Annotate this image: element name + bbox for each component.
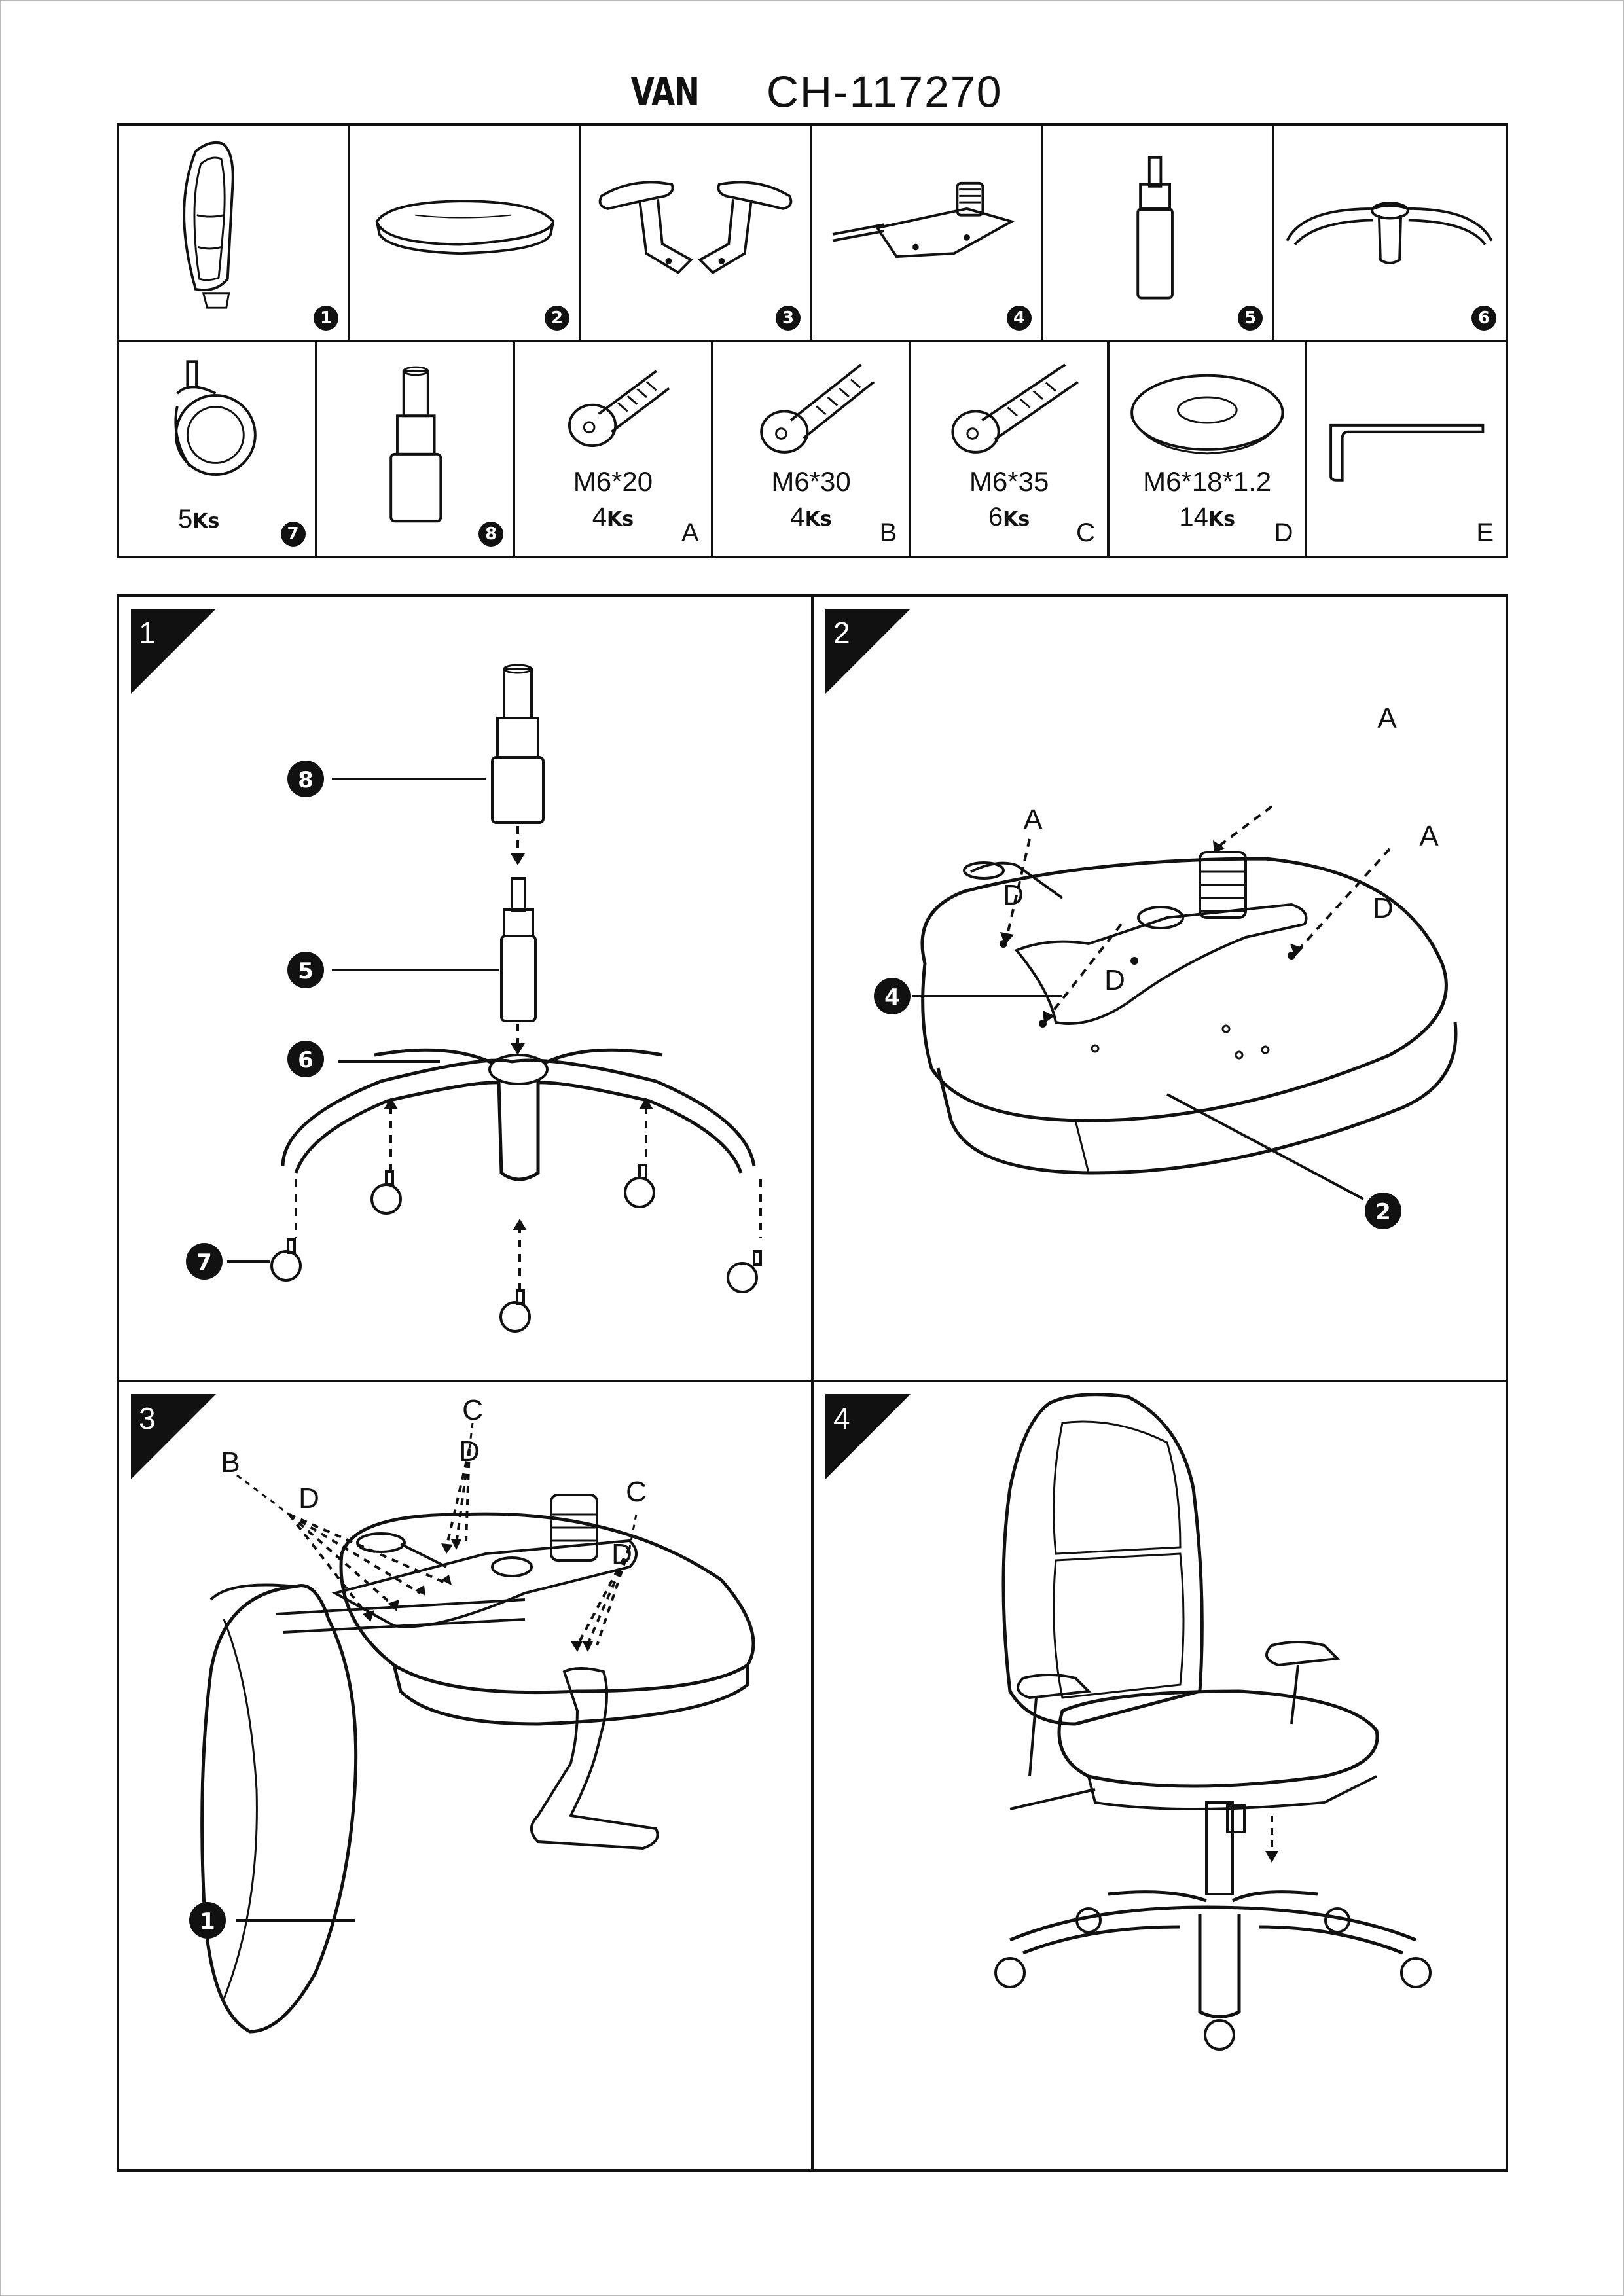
- armrest-icon: [598, 181, 793, 274]
- bolt-spec: M6*20: [573, 466, 653, 497]
- part-cell-2: 2: [350, 126, 581, 340]
- part-cell-5: 5: [1043, 126, 1274, 340]
- gas-sleeve-icon: [389, 366, 442, 523]
- bolt-icon: [951, 363, 1079, 454]
- gas-lift-icon: [1136, 156, 1174, 300]
- step-number: 4: [833, 1401, 850, 1435]
- part-cell-1: 1: [119, 126, 350, 340]
- assembly-steps: 8 5 6 7 1: [117, 594, 1508, 2172]
- quantity-label: 5Ks: [178, 505, 220, 533]
- hardware-cell-c: M6*35 6Ks C: [911, 342, 1110, 556]
- step-number: 1: [139, 616, 156, 650]
- step-3-panel: C B D D C D 1 3: [119, 1382, 814, 2169]
- part-letter: A: [681, 518, 699, 547]
- mechanism-icon: [832, 181, 1015, 259]
- part-letter: D: [1274, 518, 1293, 547]
- step-number-flag: [131, 1394, 216, 1479]
- callout-label: A: [1377, 702, 1397, 734]
- part-number-badge: 1: [314, 306, 338, 331]
- callout-label: 4: [884, 984, 900, 1011]
- callout-label: D: [1104, 964, 1125, 996]
- brand-logo: VAN: [631, 69, 700, 115]
- bolt-icon: [759, 363, 875, 454]
- finished-chair-illustration: [994, 1393, 1432, 2051]
- hardware-cell-b: M6*30 4Ks B: [713, 342, 912, 556]
- step-number: 3: [139, 1401, 156, 1435]
- step-number-flag: [825, 1394, 911, 1479]
- hardware-cell-e: E: [1307, 342, 1506, 556]
- washer-icon: [1130, 374, 1284, 455]
- step-number-flag: [131, 609, 216, 694]
- callout-label: 7: [196, 1249, 212, 1276]
- allen-key-icon: [1329, 423, 1485, 482]
- hardware-cell-a: M6*20 4Ks A: [515, 342, 713, 556]
- callout-label: A: [1419, 820, 1439, 852]
- bolt-spec: M6*30: [771, 466, 851, 497]
- quantity-label: 4Ks: [790, 503, 832, 531]
- document-title: VAN CH-117270: [0, 59, 1624, 122]
- quantity-label: 6Ks: [988, 503, 1030, 531]
- callout-label: 5: [298, 958, 314, 984]
- part-letter: E: [1476, 518, 1494, 547]
- callout-label: D: [1373, 892, 1394, 924]
- callout-label: B: [221, 1446, 240, 1479]
- callout-label: A: [1023, 804, 1043, 836]
- base-icon: [1286, 202, 1493, 264]
- callout-label: 1: [200, 1909, 215, 1935]
- step-3-illustration: C B D D C D 1: [189, 1394, 755, 2034]
- step-2-panel: A D A A D D 4 2 2: [814, 597, 1506, 1382]
- parts-row-1: 1 2 3 4: [117, 123, 1508, 342]
- bolt-spec: M6*35: [969, 466, 1049, 497]
- callout-label: D: [459, 1435, 480, 1467]
- part-cell-8: 8: [317, 342, 516, 556]
- part-number-badge: 5: [1238, 306, 1263, 331]
- caster-icon: [174, 360, 257, 476]
- step-number-flag: [825, 609, 911, 694]
- model-number: CH-117270: [766, 67, 1003, 117]
- part-cell-4: 4: [812, 126, 1043, 340]
- callout-label: D: [1003, 879, 1024, 911]
- bolt-icon: [568, 370, 670, 448]
- step-2-illustration: A D A A D D 4 2: [874, 702, 1458, 1229]
- part-number-badge: 8: [478, 522, 504, 547]
- part-cell-7: 5Ks 7: [119, 342, 317, 556]
- callout-label: D: [611, 1538, 632, 1570]
- callout-label: 6: [298, 1047, 314, 1073]
- part-cell-6: 6: [1274, 126, 1506, 340]
- backrest-icon: [183, 141, 234, 309]
- callout-label: D: [298, 1482, 319, 1515]
- part-letter: B: [879, 518, 897, 547]
- washer-spec: M6*18*1.2: [1143, 466, 1272, 497]
- callout-label: C: [462, 1394, 483, 1426]
- part-number-badge: 7: [280, 522, 306, 547]
- part-number-badge: 6: [1471, 306, 1496, 331]
- part-letter: C: [1076, 518, 1095, 547]
- step-1-panel: 8 5 6 7 1: [119, 597, 814, 1382]
- step-1-illustration: 8 5 6 7: [186, 664, 762, 1333]
- quantity-label: 14Ks: [1179, 503, 1235, 531]
- callout-label: 2: [1375, 1199, 1391, 1225]
- callout-label: 8: [298, 767, 314, 793]
- step-number: 2: [833, 616, 850, 650]
- seat-icon: [375, 200, 555, 255]
- part-number-badge: 4: [1007, 306, 1032, 331]
- quantity-label: 4Ks: [592, 503, 634, 531]
- step-4-panel: 4: [814, 1382, 1506, 2169]
- hardware-cell-d: M6*18*1.2 14Ks D: [1110, 342, 1308, 556]
- parts-row-2: 5Ks 7 8 M6*20 4Ks A M6*30 4Ks B: [117, 340, 1508, 558]
- part-number-badge: 3: [776, 306, 801, 331]
- part-number-badge: 2: [545, 306, 569, 331]
- callout-label: C: [626, 1476, 647, 1508]
- part-cell-3: 3: [581, 126, 812, 340]
